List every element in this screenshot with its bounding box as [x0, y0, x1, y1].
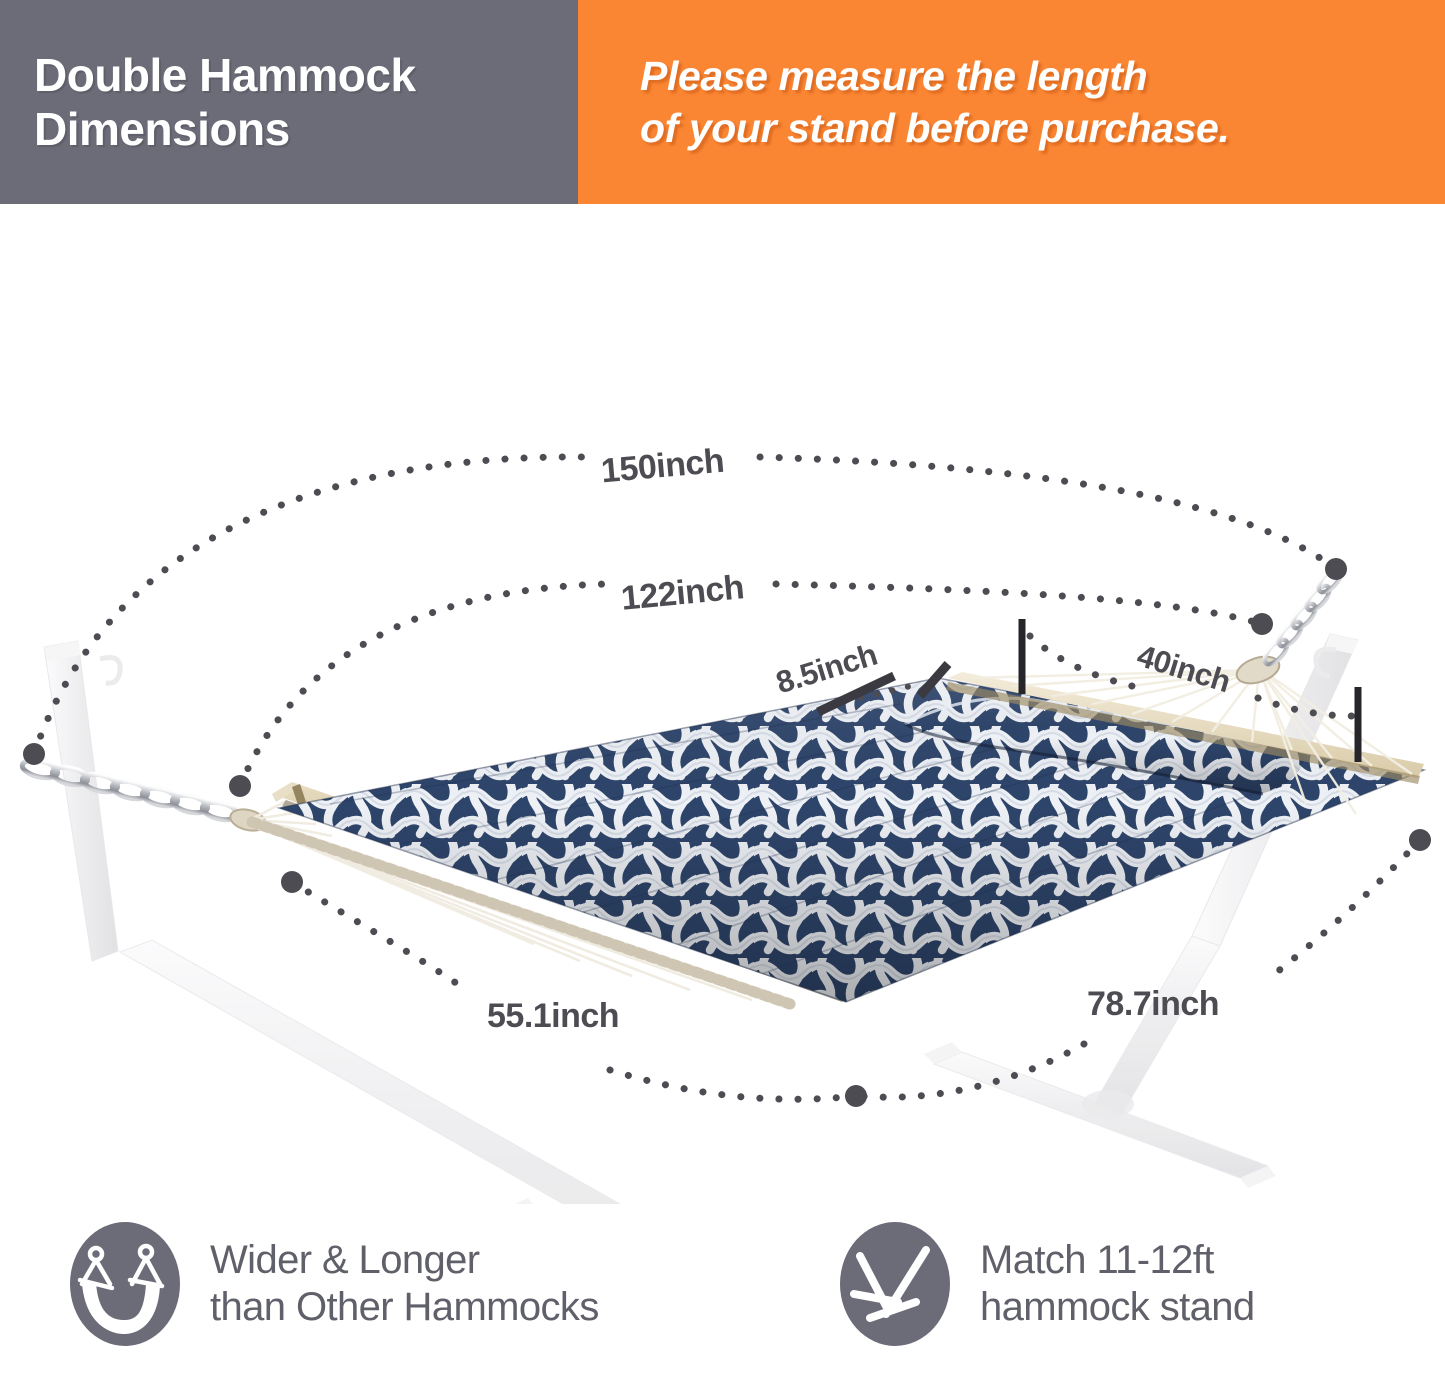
feature-wider-longer-text: Wider & Longer than Other Hammocks: [210, 1237, 599, 1331]
leader-endpoint-dots: [23, 558, 1431, 1107]
header-banner: Double Hammock Dimensions Please measure…: [0, 0, 1445, 204]
left-chain: [19, 757, 241, 823]
header-notice-panel: Please measure the length of your stand …: [578, 0, 1445, 204]
dimension-label-78-7inch: 78.7inch: [1087, 985, 1220, 1023]
hammock-icon-badge: [70, 1222, 180, 1346]
header-title-line1: Double Hammock: [34, 48, 416, 101]
hammock-stand-icon: [850, 1246, 930, 1322]
leader-122inch-right: [772, 580, 1266, 628]
hammock-bed-outline: [276, 677, 1427, 1003]
feature-stand-match-line1: Match 11-12ft: [980, 1238, 1214, 1283]
leader-551inch-bottom: [606, 1066, 860, 1103]
right-spreader-assembly: [946, 565, 1424, 815]
dimension-diagram: 150inch 122inch 8.5inch 40inch 55.1inch …: [0, 204, 1445, 1204]
feature-wider-longer-line1: Wider & Longer: [210, 1238, 480, 1283]
feature-stand-match: Match 11-12ft hammock stand: [840, 1222, 1255, 1346]
leader-40inch-right: [1254, 694, 1358, 720]
feature-wider-longer: Wider & Longer than Other Hammocks: [70, 1222, 599, 1346]
feature-stand-match-text: Match 11-12ft hammock stand: [980, 1237, 1255, 1331]
dimension-label-55-1inch: 55.1inch: [487, 997, 620, 1035]
header-notice-line2: of your stand before purchase.: [640, 105, 1230, 151]
tick-bars-40inch: [1018, 619, 1362, 762]
hammock-stand-icon-badge: [840, 1222, 950, 1346]
leader-40inch-left: [1026, 632, 1136, 690]
dimension-leader-lines: [23, 453, 1431, 1107]
tick-bars-8-5inch: [816, 661, 952, 717]
leader-787inch-top: [1268, 836, 1424, 980]
header-notice-line1: Please measure the length: [640, 52, 1148, 99]
feature-wider-longer-line2: than Other Hammocks: [210, 1285, 599, 1329]
header-title-panel: Double Hammock Dimensions: [0, 0, 578, 204]
leader-787inch-bottom: [856, 1040, 1088, 1101]
header-title-line2: Dimensions: [34, 103, 290, 155]
leader-122inch-left: [236, 580, 612, 790]
leader-551inch-top: [288, 878, 470, 994]
hammock-icon: [77, 1243, 165, 1334]
leader-150inch-right: [756, 453, 1340, 573]
feature-stand-match-line2: hammock stand: [980, 1285, 1255, 1329]
quilted-hammock-product: [19, 565, 1427, 1010]
feature-badge-row: Wider & Longer than Other Hammocks Match…: [0, 1218, 1445, 1379]
leader-150inch-left: [30, 453, 592, 758]
right-spreader-bar: [948, 672, 1424, 778]
